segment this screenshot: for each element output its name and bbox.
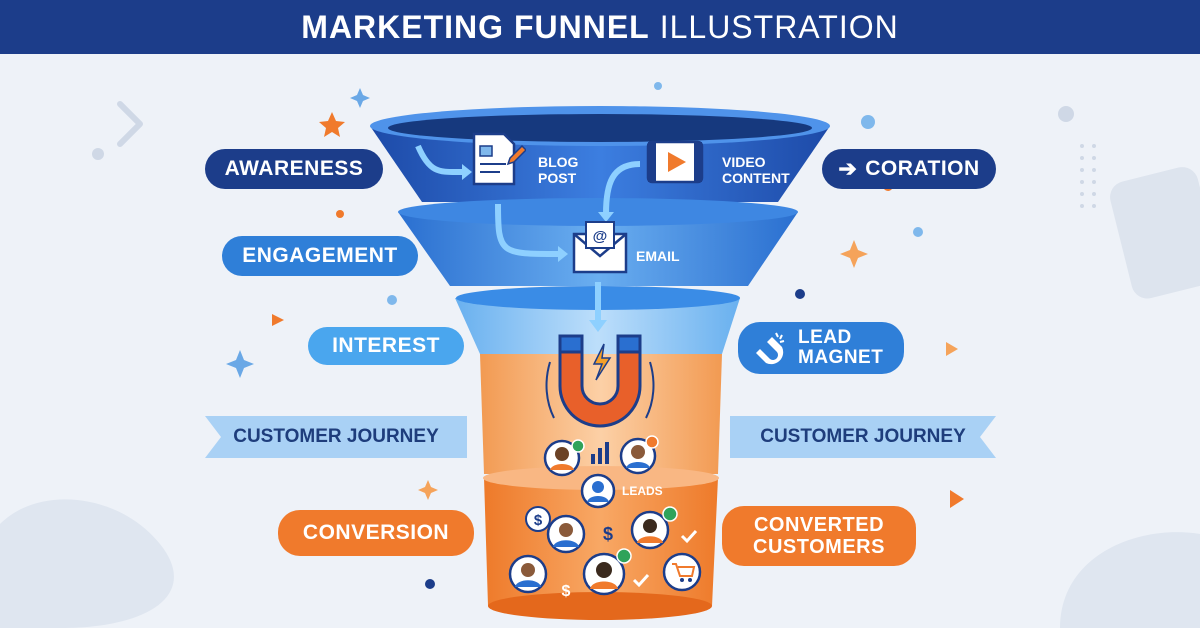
customers-label-line: CUSTOMERS: [753, 536, 885, 558]
check-icon: [680, 529, 698, 544]
customer-journey-ribbon-right: CUSTOMER JOURNEY: [730, 416, 996, 458]
flow-arrow-head: [589, 320, 607, 332]
check-icon: [632, 573, 650, 588]
dollar-symbol: $: [562, 583, 571, 600]
dollar-icon: $: [525, 506, 551, 532]
avatar: [508, 554, 548, 594]
cart-icon: [662, 552, 702, 592]
dot-decoration: [336, 210, 344, 218]
customer-journey-ribbon-left: CUSTOMER JOURNEY: [205, 416, 467, 458]
dot-decoration: [387, 295, 397, 305]
dot-decoration: [92, 148, 104, 160]
blob-decoration: [0, 499, 174, 628]
dot-decoration: [861, 115, 875, 129]
email-icon: @: [572, 221, 628, 274]
flow-arrow: [495, 203, 561, 257]
funnel-bottom: [488, 592, 712, 620]
title-light: ILLUSTRATION: [659, 8, 899, 45]
triangle-icon: [946, 342, 958, 356]
email-label: EMAIL: [636, 248, 680, 264]
flow-arrow: [415, 144, 463, 176]
content-label-line: CONTENT: [722, 170, 790, 186]
dot-decoration: [1058, 106, 1074, 122]
sparkle-icon: [418, 480, 438, 500]
flow-arrow-head: [598, 212, 614, 222]
video-content-label: VIDEO CONTENT: [722, 154, 790, 186]
title-bold: MARKETING FUNNEL: [301, 8, 650, 45]
avatar: [630, 506, 678, 550]
blog-label-line: BLOG: [538, 154, 579, 170]
dot-decoration: [425, 579, 435, 589]
flow-arrow-head: [558, 246, 568, 262]
lead-magnet-stage-label: LEAD MAGNET: [738, 322, 904, 374]
dollar-symbol: $: [534, 512, 543, 529]
flow-arrow-head: [462, 164, 472, 180]
engagement-stage-label: ENGAGEMENT: [222, 236, 418, 276]
avatar: [546, 514, 586, 554]
dollar-symbol: $: [603, 524, 613, 544]
post-label-line: POST: [538, 170, 577, 186]
chart-icon: [591, 442, 609, 464]
avatar: [543, 439, 585, 477]
triangle-icon: [272, 314, 284, 326]
avatar: [619, 435, 659, 475]
leads-group: LEADS $ $ $: [508, 435, 702, 600]
background-decorations: [0, 82, 1200, 628]
funnel-stage: BLOG POST VIDEO CONTENT @ EMAIL: [0, 54, 1200, 628]
chevron-decoration: [117, 101, 143, 147]
video-content-icon: [646, 140, 704, 184]
blob-decoration: [1060, 532, 1200, 628]
coration-label-text: CORATION: [865, 157, 980, 180]
dot-decoration: [654, 82, 662, 90]
video-label-line: VIDEO: [722, 154, 766, 170]
star-icon: [319, 112, 345, 137]
dot-grid-decoration: [1080, 144, 1096, 208]
sparkle-icon: [840, 240, 868, 268]
magnet-icon: [756, 332, 785, 365]
blog-post-icon: [472, 132, 526, 186]
at-symbol: @: [593, 228, 608, 245]
interest-stage-label: INTEREST: [308, 327, 464, 365]
flow-arrow: [603, 161, 641, 215]
magnet-label-line: MAGNET: [798, 347, 884, 368]
lead-label-line: LEAD: [798, 327, 852, 348]
dot-decoration: [913, 227, 923, 237]
converted-label-line: CONVERTED: [753, 514, 885, 536]
converted-customers-stage-label: CONVERTED CUSTOMERS: [722, 506, 916, 566]
awareness-stage-label: AWARENESS: [205, 149, 383, 189]
triangle-icon: [950, 490, 964, 508]
lead-avatar: [580, 473, 616, 509]
dot-decoration: [795, 289, 805, 299]
leads-label: LEADS: [622, 484, 663, 498]
shape-decoration: [1110, 167, 1200, 299]
magnet-icon: [545, 334, 655, 428]
sparkle-icon: [350, 88, 370, 108]
sparkle-icon: [226, 350, 254, 378]
avatar: [582, 548, 632, 596]
blog-post-label: BLOG POST: [538, 154, 578, 186]
arrow-left-icon: ➔: [838, 156, 858, 181]
coration-stage-label: ➔ CORATION: [822, 149, 996, 189]
conversion-stage-label: CONVERSION: [278, 510, 474, 556]
